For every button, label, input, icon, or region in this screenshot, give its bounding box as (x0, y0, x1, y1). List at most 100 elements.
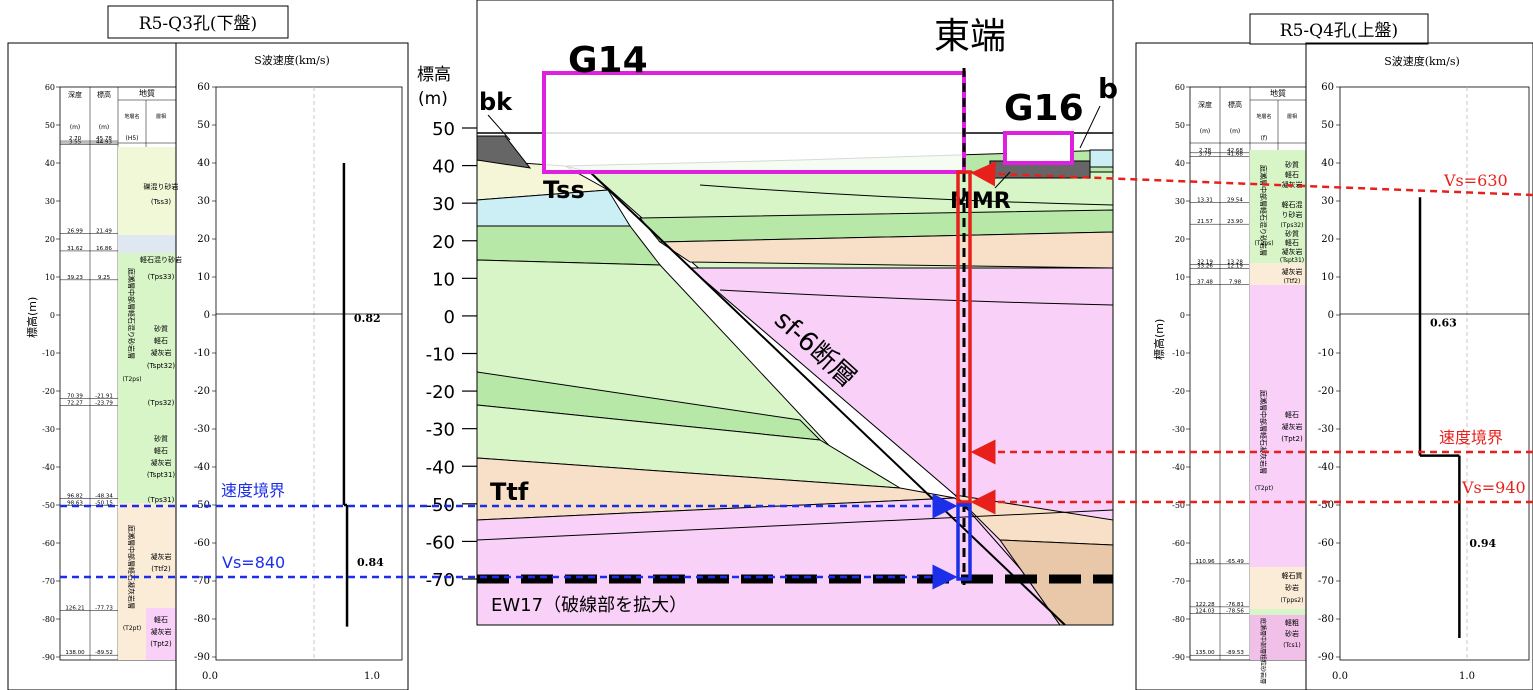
left-stratum-label: 凝灰岩 (151, 348, 172, 357)
tick-label: -30 (42, 425, 55, 434)
bk-block (477, 135, 532, 169)
right-stratum-label: (Tpps2) (1281, 597, 1304, 604)
left-stratum-label: (Tps31) (148, 496, 175, 504)
right-panel: R5-Q4孔(上盤) 深度 標高 地質 (m) (m) 地層名 層相 (f) 2… (1135, 13, 1533, 690)
left-stratum-label: 砂質 (154, 324, 168, 333)
tick-label: 40 (197, 158, 210, 169)
left-stratum-label: 軽石 (154, 446, 168, 455)
elev-unit: (m) (418, 89, 448, 109)
tick-label: -30 (1172, 425, 1185, 434)
right-stratum-label: 軽石混 (1282, 200, 1303, 209)
bk-label: bk (479, 88, 513, 116)
left-stratum-label: (Tps32) (148, 399, 175, 407)
left-stratum-label: 砂質 (154, 434, 168, 443)
elev-value: 7.98 (1229, 280, 1242, 286)
tick-label: 10 (432, 269, 455, 290)
depth-value: 124.03 (1195, 609, 1215, 615)
right-stratum-label: 砂質 (1285, 229, 1299, 238)
right-stratum-label: (Tcs1) (1283, 642, 1301, 649)
right-title-box (1249, 13, 1429, 45)
right-stratum-label: (Tspt31) (1280, 257, 1304, 264)
elev-value: 16.86 (96, 246, 112, 252)
cross-section (477, 135, 1113, 625)
depth-value: 138.00 (65, 650, 85, 656)
right-velocity-marks: 0.630.94 (1418, 197, 1497, 638)
depth-value: 3.79 (1199, 152, 1212, 158)
tick-label: 0 (1180, 311, 1185, 320)
tick-label: 60 (197, 82, 210, 93)
tick-label: -10 (194, 348, 210, 359)
right-vs630-label: Vs=630 (1443, 171, 1508, 190)
elev-value: 45.78 (96, 136, 112, 142)
tick-label: 30 (197, 196, 210, 207)
right-velocity-chart (1305, 42, 1533, 690)
tick-label: 50 (1321, 120, 1334, 131)
left-y-axis-label: 標高(m) (25, 297, 39, 338)
tick-label: 30 (1175, 197, 1185, 206)
tick-label: -40 (42, 463, 55, 472)
right-stratum-label: り砂岩 (1282, 210, 1303, 219)
right-stratum-label: 砂質 (1285, 160, 1299, 169)
tick-label: -50 (1318, 500, 1334, 511)
b-cyan (1089, 149, 1113, 168)
g14-box (542, 71, 966, 174)
q4-borehole (956, 170, 972, 504)
right-header-geology: 地質 (1270, 88, 1286, 98)
right-header-unit-depth: (m) (1200, 128, 1211, 135)
right-header-unit-elev: (m) (1230, 128, 1241, 135)
right-boundary-label: 速度境界 (1439, 428, 1503, 447)
tick-label: -20 (1172, 387, 1185, 396)
tick-label: 60 (1175, 83, 1185, 92)
tick-label: 30 (432, 194, 455, 215)
elev-value: 23.90 (1227, 219, 1243, 225)
elev-value: -48.34 (95, 494, 113, 500)
velocity-value-label: 0.63 (1430, 316, 1457, 329)
left-header-lith: 層相 (156, 113, 166, 120)
right-stratum-label: 凝灰岩 (1282, 422, 1303, 431)
left-stratum-label: 凝灰岩 (151, 552, 172, 561)
left-title: R5-Q3孔(下盤) (139, 14, 257, 34)
left-header-stratum: 地層名 (124, 113, 139, 120)
elev-value: 13.28 (1227, 260, 1243, 266)
depth-value: 126.21 (65, 605, 84, 611)
right-vertical-group-1: 庭瀬層中部層軽石混り砂岩層 (1259, 165, 1268, 256)
tick-label: -90 (1172, 653, 1185, 662)
right-vertical-group-1-code: (T2ps) (1254, 240, 1273, 247)
tick-label: -60 (42, 539, 55, 548)
elev-label: 標高 (417, 65, 451, 85)
tick-label: 20 (1175, 235, 1185, 244)
tick-label: -90 (42, 653, 55, 662)
elev-value: -78.56 (1226, 609, 1244, 615)
elev-value: -50.15 (95, 501, 113, 507)
tick-label: 50 (197, 120, 210, 131)
left-vertical-group-2: 庭瀬層中部層軽石凝灰岩層 (127, 525, 136, 609)
right-header-stratum: 地層名 (1256, 113, 1271, 120)
depth-value: 110.96 (1195, 559, 1215, 565)
depth-value: 122.28 (1195, 602, 1215, 608)
tick-label: 30 (1321, 196, 1334, 207)
tick-label: -20 (194, 386, 210, 397)
depth-value: 32.19 (1197, 260, 1213, 266)
tick-label: -40 (426, 457, 455, 478)
tick-label: 10 (45, 273, 55, 282)
left-header-unit-depth: (m) (70, 124, 81, 131)
right-stratum-label: 砂岩 (1285, 583, 1299, 592)
hangingwall-tan (658, 231, 1113, 269)
tick-label: -20 (42, 387, 55, 396)
elev-value: 21.49 (96, 228, 112, 234)
right-stratum-label: (Tpt2) (1281, 435, 1303, 443)
tick-label: 40 (1321, 158, 1334, 169)
elev-value: -23.79 (95, 400, 113, 406)
elev-value: 42.68 (1227, 148, 1243, 154)
tick-label: -20 (426, 382, 455, 403)
left-stratum-label: 凝灰岩 (151, 458, 172, 467)
tick-label: 10 (1175, 273, 1185, 282)
tick-label: 40 (45, 159, 55, 168)
tick-label: 10 (1321, 272, 1334, 283)
tick-label: -10 (426, 345, 455, 366)
tick-label: -70 (426, 570, 455, 591)
